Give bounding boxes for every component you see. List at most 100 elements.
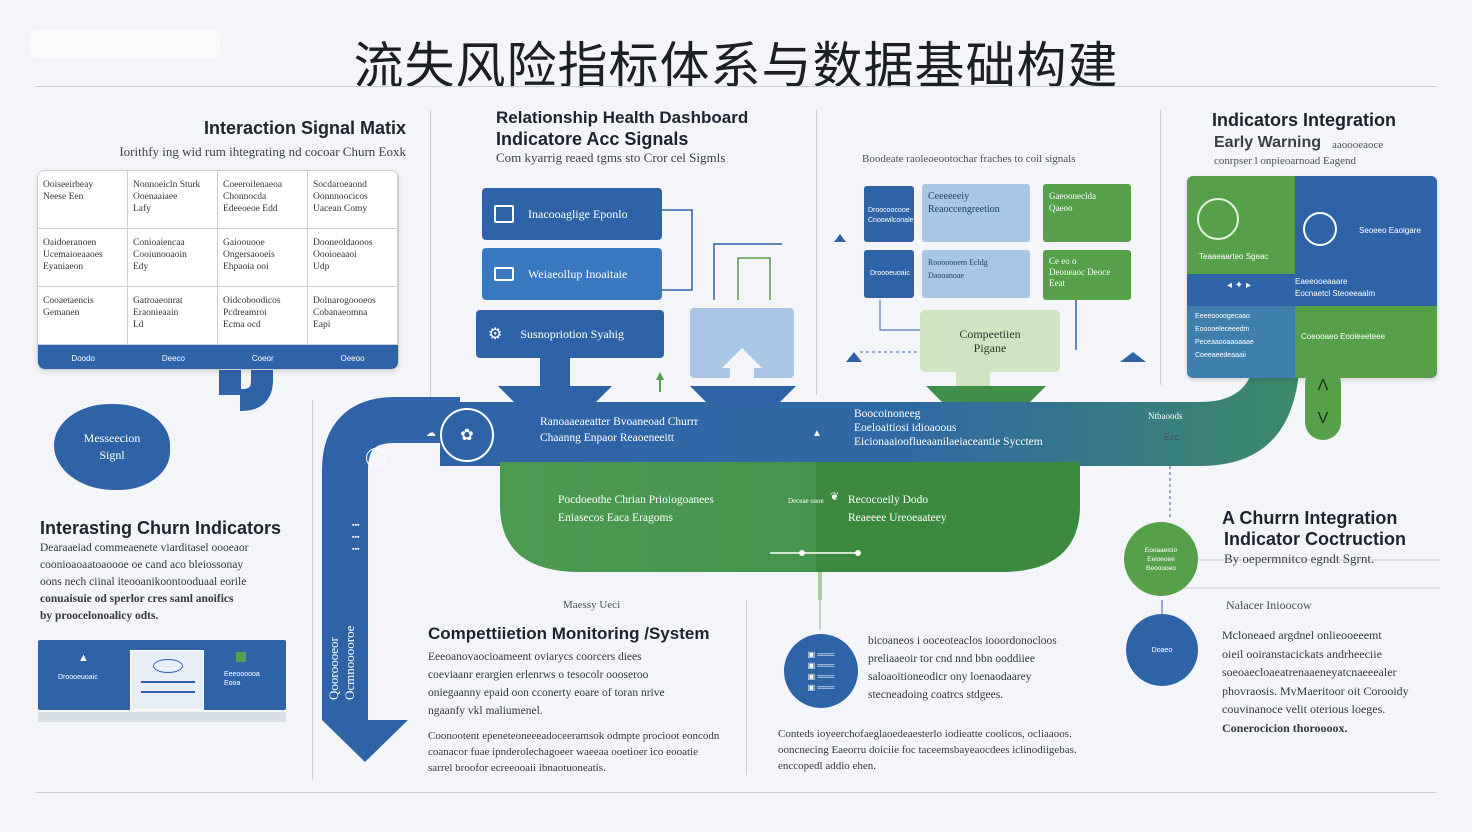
indicators-line: Dearaaeiad commeaenete viarditasel oooea… xyxy=(40,542,249,554)
matrix-cell[interactable]: Socdaroeaond Oonnnoocicos Uacean Comy xyxy=(308,171,398,229)
analytics-line: stecneadoing coatrcs stdgees. xyxy=(868,689,1004,701)
integration-title: Indicators Integration xyxy=(1212,110,1397,130)
page-title: 流失风险指标体系与数据基础构建 xyxy=(353,37,1119,95)
band-text-right-1: Boocoinoneeg xyxy=(854,408,921,420)
indicators-line: oons nech ciinal iteooanikoontooduaal eo… xyxy=(40,576,247,588)
analytics-circle[interactable]: ▣ ═══▣ ═══▣ ═══▣ ═══ xyxy=(784,634,858,708)
integration-subtitle: conrpser l onpieoarnoad Eagend xyxy=(1214,155,1357,167)
left-panel-screen-icon xyxy=(153,659,183,673)
gear-icon: ⚙ xyxy=(488,326,503,343)
analytics-line: preliaaeoir tor cnd nnd bbn ooddiiee xyxy=(868,653,1036,665)
band-text-left-1: Ranoaaeaeatter Bvoaneoad Churrr xyxy=(540,416,699,428)
monitor-foot-text: Coonootent epeneteoneeeadoceeramsok odmp… xyxy=(428,728,744,776)
grid-cell-mid[interactable]: ◂ ✦ ▸ Eaeeooeaaare Eocnaetcl Steoeeaalm xyxy=(1187,274,1437,306)
indicators-line: conuaisuie od sperlor cres saml anoifics xyxy=(40,593,234,605)
analytics-foot-line: Conteds ioyeerchofaeglaoedeaesterlo iodi… xyxy=(778,728,1072,740)
monitor-line: coeviaanr erargien erlenrws o tesocolr o… xyxy=(428,669,649,681)
matrix-subtitle: Iorithfy ing wid rum ihtegrating nd coco… xyxy=(119,144,406,159)
chip-light-1[interactable]: Ceeeeeeiy Reaoccengreetion xyxy=(922,184,1030,242)
analytics-line: bicoaneos i ooceoteaclos iooordonocloos xyxy=(868,635,1057,647)
monitor-foot-line: Coonootent epeneteoneeeadoceeramsok odmp… xyxy=(428,730,720,742)
band-text-far-right-2: Ecc xyxy=(1164,432,1180,442)
matrix-cell[interactable]: Gaioouooe Ongersaooeis Ehpaoia ooi xyxy=(218,229,308,287)
dashboard-title: Relationship Health Dashboard xyxy=(496,108,749,127)
leaf-icon: ❦ xyxy=(830,491,840,503)
band-text-right-3: Eicionaaiooflueaanilaeiaceantie Sycctem xyxy=(854,436,1043,448)
chip-light-2[interactable]: Rooooooem Ecldg Daooanoae xyxy=(922,250,1030,298)
grid-cell-bottom-right-label: Coeooaeo Eooieeeteee xyxy=(1301,332,1386,341)
early-warning-title: Early Warning xyxy=(1214,134,1321,151)
matrix-footer-label: Doodo xyxy=(71,353,95,363)
early-warning-tail: aaoooeaoce xyxy=(1332,139,1384,151)
grid-cell-bottom-left[interactable]: Eeeeoooogecaao Eooooeleceeedm Peceaaooaa… xyxy=(1187,306,1295,378)
chip-green-1[interactable]: Gaeooneclda Qaeoo xyxy=(1043,184,1131,242)
matrix-footer: Doodo Deeco Coeor Oeeoo xyxy=(38,345,398,369)
subscription-button[interactable]: ⚙ Susnopriotion Syahig xyxy=(476,310,664,358)
left-panel-label-b: Eeeoooooa Eooa xyxy=(224,671,260,687)
left-panel-screen xyxy=(130,650,204,710)
matrix-cell[interactable]: Gatroaeonrat Eraonieaain Ld xyxy=(128,287,218,345)
competition-stand xyxy=(956,372,990,386)
analytics-text: bicoaneos i ooceoteaclos iooordonocloos p… xyxy=(868,632,1128,704)
grid-arrow-icons: ◂ ✦ ▸ xyxy=(1227,280,1251,291)
matrix-cell[interactable]: Conioaiencaa Cooiunooaoin Edy xyxy=(128,229,218,287)
grid-cell-top-left[interactable]: Teaaeaarteo Sgeac xyxy=(1187,176,1295,274)
chip-blue-small-1[interactable]: Droocoocooe Cnoowilconale xyxy=(864,186,914,242)
matrix-cell[interactable]: Dooneoldaooos Oooioeaaoi Udp xyxy=(308,229,398,287)
chip-blue-small-2[interactable]: Droooeuoaic xyxy=(864,250,914,298)
message-signal-bubble[interactable]: Messeecion Signl xyxy=(54,404,170,490)
band-text-right-2: Eoeloaitiosi idioaoous xyxy=(854,422,957,434)
matrix-cell[interactable]: Oaidoeranoen Ucemaioeaaoes Eyaniaeon xyxy=(38,229,128,287)
band-hub-icon[interactable]: ✿ xyxy=(440,408,494,462)
chip-green-2-label: Ce eo o Deoneaoc Deoce Eeat xyxy=(1049,256,1111,288)
divider-v4 xyxy=(312,400,313,780)
grid-cell-top-right-label: Seoeeo Eaoigare xyxy=(1359,226,1421,235)
matrix-title: Interaction Signal Matix xyxy=(203,118,406,138)
engagement-signals-button[interactable]: Inacooaglige Eponlo xyxy=(482,188,662,240)
grid-cell-bottom-left-label: Eeeeoooogecaao Eooooeleceeedm Peceaaooaa… xyxy=(1195,313,1254,359)
bowl-text-right-1: Recocoeily Dodo xyxy=(848,494,929,506)
matrix-cell[interactable]: Dolnarogoooeos Cobanaeomna Eapi xyxy=(308,287,398,345)
indicators-line: by proocelonoalicy odts. xyxy=(40,610,159,622)
header-divider xyxy=(36,86,1436,87)
bowl-text-left-2: Eniasecos Eaca Eragoms xyxy=(558,512,673,524)
matrix-cell[interactable]: Nonnoeicln Sturk Ooenaaiaee Lafy xyxy=(128,171,218,229)
matrix-cell[interactable]: Coeeroilenaeoa Chonnocda Edeeoeoe Edd xyxy=(218,171,308,229)
river-icon-b: ▪▪▪▪▪▪▪▪▪ xyxy=(352,522,360,553)
scroll-up-icon: Λ xyxy=(1317,377,1329,394)
chip-blue-small-2-label: Droooeuoaic xyxy=(870,270,910,277)
left-panel: ▲ Droooeuoaic Eeeoooooa Eooa xyxy=(38,640,286,710)
indicators-text: Dearaaeiad commeaenete viarditasel oooea… xyxy=(40,540,300,625)
grid-cell-top-right[interactable]: Seoeeo Eaoigare xyxy=(1295,176,1437,274)
matrix-cell[interactable]: Ooiseeirbeay Neese Een xyxy=(38,171,128,229)
scroll-down-icon: V xyxy=(1317,410,1329,427)
matrix-cell[interactable]: Cooaetaencis Gemanen xyxy=(38,287,128,345)
churn-integration-title-1: A Churrn Integration xyxy=(1222,508,1398,528)
chip-light-1-label: Ceeeeeeiy Reaoccengreetion xyxy=(928,191,1000,215)
title-blur-logo xyxy=(30,30,220,58)
green-circle-label: Eooaaeiclo Eeioeoee Beooooeo xyxy=(1144,546,1178,572)
churn-integration-sub: By oepermnitco egndt Sgrnt. xyxy=(1224,551,1375,566)
globe-icon xyxy=(1303,212,1337,246)
right-note: Boodeate raoleoeootochar fraches to coil… xyxy=(862,153,1076,165)
message-signal-label: Messeecion Signl xyxy=(83,431,141,462)
blue-circle[interactable]: Doaeo xyxy=(1126,614,1198,686)
chip-green-1-label: Gaeooneclda Qaeoo xyxy=(1049,191,1096,213)
competition-box[interactable]: Compeetiien Pigane xyxy=(920,310,1060,372)
relationship-indicators-button[interactable]: Weiaeollup Inoaitaie xyxy=(482,248,662,300)
right-body-line: soeoaecloaeatrenaaeneyatcnaeeealer xyxy=(1222,665,1397,679)
subscription-label: Susnopriotion Syahig xyxy=(520,326,625,341)
chart-list-icon: ▣ ═══▣ ═══▣ ═══▣ ═══ xyxy=(807,650,835,692)
people-icon: ✿ xyxy=(460,427,474,444)
left-panel-base xyxy=(38,712,286,722)
divider-v2 xyxy=(816,110,817,395)
chip-green-2[interactable]: Ce eo o Deoneaoc Deoce Eeat xyxy=(1043,250,1131,300)
scroll-down-button[interactable]: V xyxy=(1305,398,1341,440)
divider-v3 xyxy=(1160,110,1161,385)
matrix-cell[interactable]: Oidcoboodicos Pcdreamroi Ecma ocd xyxy=(218,287,308,345)
monitor-text: Eeeoanovaocioameent oviarycs coorcers di… xyxy=(428,648,728,720)
band-hub-small-icon: ☁ xyxy=(426,428,436,439)
green-circle[interactable]: Eooaaeiclo Eeioeoee Beooooeo xyxy=(1124,522,1198,596)
